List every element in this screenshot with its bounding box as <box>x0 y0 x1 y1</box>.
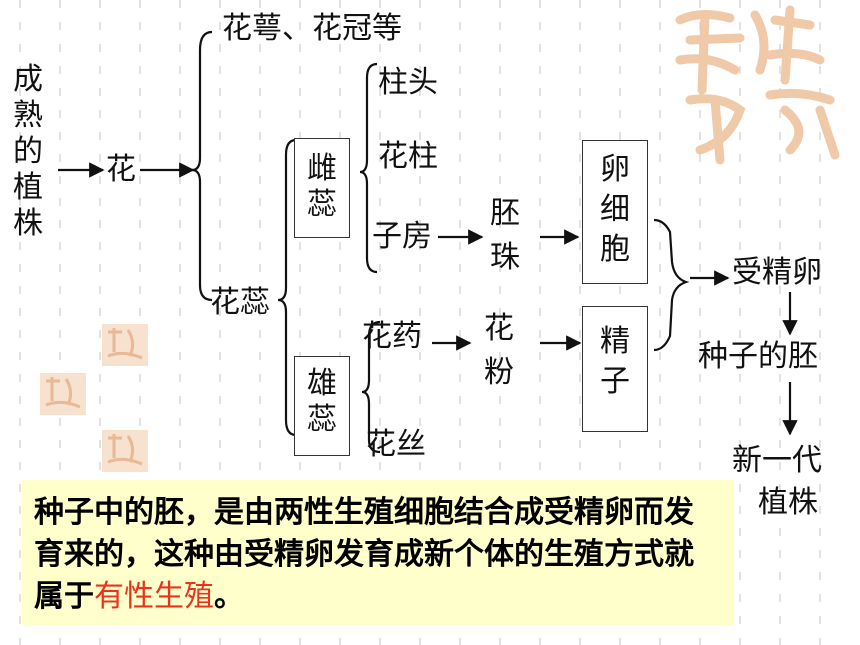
brace-pistil <box>359 62 378 274</box>
node-egg-cell: 卵细胞 <box>600 152 630 267</box>
brace-stamen <box>361 320 381 454</box>
node-stigma: 柱头 <box>378 65 438 100</box>
explanation-note: 种子中的胚，是由两性生殖细胞结合成受精卵而发育来的，这种由受精卵发育成新个体的生… <box>22 480 734 625</box>
sperm-box <box>582 306 648 432</box>
node-new-plant-line1: 新一代 <box>732 443 822 478</box>
decorative-seal-large <box>675 5 840 165</box>
node-flower: 花 <box>106 152 136 187</box>
note-highlight: 有性生殖 <box>94 579 214 614</box>
node-ovule: 胚珠 <box>490 196 520 275</box>
node-style: 花柱 <box>378 139 438 174</box>
node-zygote: 受精卵 <box>732 255 822 290</box>
decorative-seal-small-3 <box>102 430 148 472</box>
brace-flower <box>191 30 213 302</box>
decorative-seal-small-2 <box>40 373 86 415</box>
node-calyx-corolla: 花萼、花冠等 <box>222 11 402 46</box>
brace-fertilization <box>653 218 690 352</box>
node-pollen: 花粉 <box>484 311 514 390</box>
node-stamen: 雄蕊 <box>307 366 337 437</box>
egg-box <box>582 140 648 284</box>
brace-stamen-pistil <box>277 138 297 437</box>
note-end: 。 <box>214 579 244 614</box>
node-stamen-pistil: 花蕊 <box>210 285 270 320</box>
stamen-box <box>294 356 350 456</box>
node-seed-embryo: 种子的胚 <box>698 339 818 374</box>
note-text: 种子中的胚，是由两性生殖细胞结合成受精卵而发育来的，这种由受精卵发育成新个体的生… <box>34 495 694 614</box>
node-sperm: 精子 <box>600 324 630 399</box>
node-mature-plant: 成熟的植株 <box>13 62 43 241</box>
node-ovary: 子房 <box>372 219 432 254</box>
node-filament: 花丝 <box>366 427 426 462</box>
node-new-plant-line2: 植株 <box>758 485 818 520</box>
node-anther: 花药 <box>362 319 422 354</box>
decorative-seal-small-1 <box>102 324 148 366</box>
pistil-box <box>294 138 350 238</box>
node-pistil: 雌蕊 <box>307 151 337 222</box>
